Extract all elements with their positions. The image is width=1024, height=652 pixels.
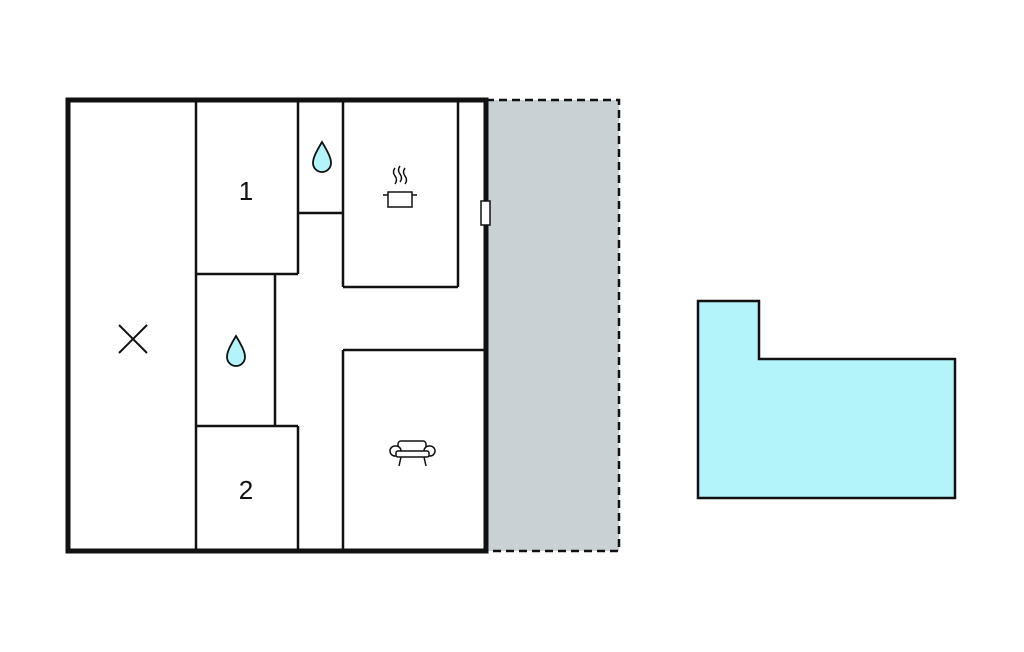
bedroom-1-label: 1: [239, 176, 253, 206]
water-drop-icon: [226, 334, 246, 367]
terrace-area: [486, 100, 619, 551]
outer-walls: [65, 97, 489, 554]
terrace: [486, 98, 621, 553]
terrace-dashed-outline: [486, 98, 621, 553]
cooking-pot-icon: [383, 165, 417, 208]
bedroom-2-label: 2: [239, 475, 253, 505]
water-drop-icon: [312, 140, 332, 173]
sofa-icon: [389, 440, 436, 467]
cross-icon: [118, 324, 148, 354]
door-marker: [480, 200, 491, 226]
interior-walls: [194, 100, 486, 551]
pool: [696, 299, 957, 500]
